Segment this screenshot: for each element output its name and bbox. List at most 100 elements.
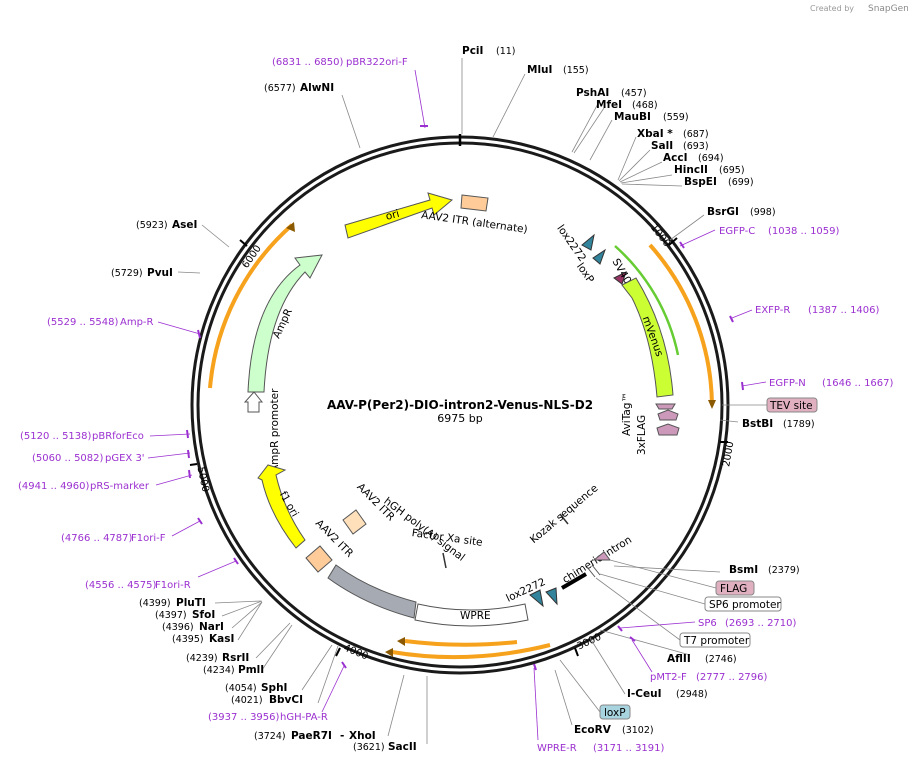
site-hincii-pos: (695) [719,165,745,176]
lox2272-top-label: lox2272 [554,223,588,264]
orf-arrowhead-bottom-1 [397,637,405,646]
primer-pmt2-f-pos: (2777 .. 2796) [696,672,768,683]
site-alwni-pos: (6577) [264,83,296,94]
tick-2000: 2000 [721,441,736,468]
kozak-mark [559,513,569,525]
site-leader-lines [177,58,739,744]
wpre-label: WPRE [460,610,491,622]
factor-xa-mark [442,552,447,569]
orf-arcs [208,223,714,660]
site-bbvci-pos: (4021) [231,695,263,706]
loxp-box-label: loxP [604,707,626,719]
orf-arc-bottom-2 [391,643,551,660]
site-pluti-pos: (4399) [139,598,171,609]
primer-marks [186,125,744,671]
flag3x-feature-b [656,423,680,436]
site-pshai-pos: (457) [621,88,647,99]
site-pvui-pos: (5729) [111,268,143,279]
sp6-promoter-leader [599,573,706,605]
tick-5000-mark [189,463,198,466]
flag3x-feature-a [657,409,679,421]
site-bsmi-pos: (2379) [768,565,800,576]
ampr-feature [247,254,323,393]
primer-prs-marker-name: pRS-marker [90,481,150,492]
site-alwni-name: AlwNI [300,82,334,94]
f1ori-feature [257,464,306,549]
site-mlui-pos: (155) [563,65,589,76]
site-sali-pos: (693) [683,141,709,152]
site-rsrii-pos: (4239) [186,653,218,664]
site-bsrgi-name: BsrGI [707,206,739,218]
site-sacii-name: SacII [388,741,417,753]
tick-5000: 5000 [195,466,211,493]
primer-sp6-pos: (2693 .. 2710) [725,618,797,629]
primer-pmt2-f-name: pMT2-F [650,672,687,683]
tick-6000-mark [239,239,248,247]
snapgene-logo-text: SnapGene [868,4,908,14]
primer-hgh-pa-r-name: hGH-PA-R [280,712,328,723]
tick-4000: 4000 [342,643,370,663]
primer-amp-r-pos: (5529 .. 5548) [47,317,119,328]
mvenus-feature [621,277,674,398]
primer-hgh-pa-r-pos: (3937 .. 3956) [208,712,280,723]
site-ecorv-name: EcoRV [574,724,612,736]
restriction-sites: PciI (11) MluI (155) PshAI (457) MfeI (4… [111,45,815,753]
site-nari-pos: (4396) [162,622,194,633]
site-iceui-pos: (2948) [676,689,708,700]
loxp-box-leader [559,659,601,713]
site-bstbi-name: BstBI [742,418,773,430]
site-paer7i-pos: (3724) [254,731,286,742]
site-sfoi-pos: (4397) [155,610,187,621]
primer-f1ori-r-pos: (4556 .. 4575) [85,580,157,591]
site-aflii-name: AflII [667,653,691,665]
site-sali-name: SalI [651,140,673,152]
site-nari-name: NarI [199,621,224,633]
site-hincii-name: HincII [674,164,708,176]
sp6-promoter-label: SP6 promoter [709,599,781,611]
lox2272-top-feature [581,233,595,251]
flag3x-label: 3xFLAG [636,415,648,455]
site-paer7i-name: PaeR7I [291,730,332,742]
ampr-promoter-feature [243,391,264,413]
site-sfoi-name: SfoI [192,609,215,621]
orf-arrowheads [286,222,716,657]
orf-arrowhead-bottom-2 [385,648,393,657]
ampr-promoter-label: AmpR promoter [269,388,281,472]
sp6-promoter-box [704,596,782,612]
itr-alternate-label: AAV2 ITR (alternate) [420,209,528,236]
site-kasi-name: KasI [209,633,234,645]
lox2272-bot-feature-a [529,589,544,608]
site-bstbi-pos: (1789) [783,419,815,430]
site-acci-pos: (694) [698,153,724,164]
site-mlui-name: MluI [527,64,552,76]
itr2-feature [305,545,333,573]
site-pmli-name: PmlI [238,664,264,676]
primer-pgex3-name: pGEX 3' [105,453,145,464]
kozak-label: Kozak sequence [528,482,601,546]
site-maubi-pos: (559) [663,112,689,123]
orf-arc-right [648,243,714,406]
mvenus-thin-arc [614,245,680,356]
primer-f1ori-f-name: F1ori-F [131,533,166,544]
primer-prs-marker-pos: (4941 .. 4960) [18,481,90,492]
primer-pbrforeco-name: pBRforEco [92,431,144,442]
promoter-small-marks [586,564,601,578]
plasmid-size: 6975 bp [437,412,482,425]
flag-leader [609,559,717,589]
primer-labels: (6831 .. 6850) pBR322ori-F EGFP-C (1038 … [18,57,894,754]
site-acci-name: AccI [663,152,687,164]
tick-3000-mark [574,647,579,657]
site-xhoi-name: XhoI [349,730,376,742]
flag-box [715,580,755,596]
primer-exfp-r-pos: (1387 .. 1406) [808,305,880,316]
site-kasi-pos: (4395) [172,634,204,645]
primer-wpre-r-pos: (3171 .. 3191) [593,743,665,754]
site-pcii-pos: (11) [496,46,516,57]
loxp-top-feature [592,248,606,265]
orf-arc-left [208,223,294,389]
primer-pbr322ori-f-pos: (6831 .. 6850) [272,57,344,68]
site-bbvci-name: BbvCI [269,694,303,706]
primer-leader-lines [147,69,767,741]
itr1-feature [342,509,367,535]
